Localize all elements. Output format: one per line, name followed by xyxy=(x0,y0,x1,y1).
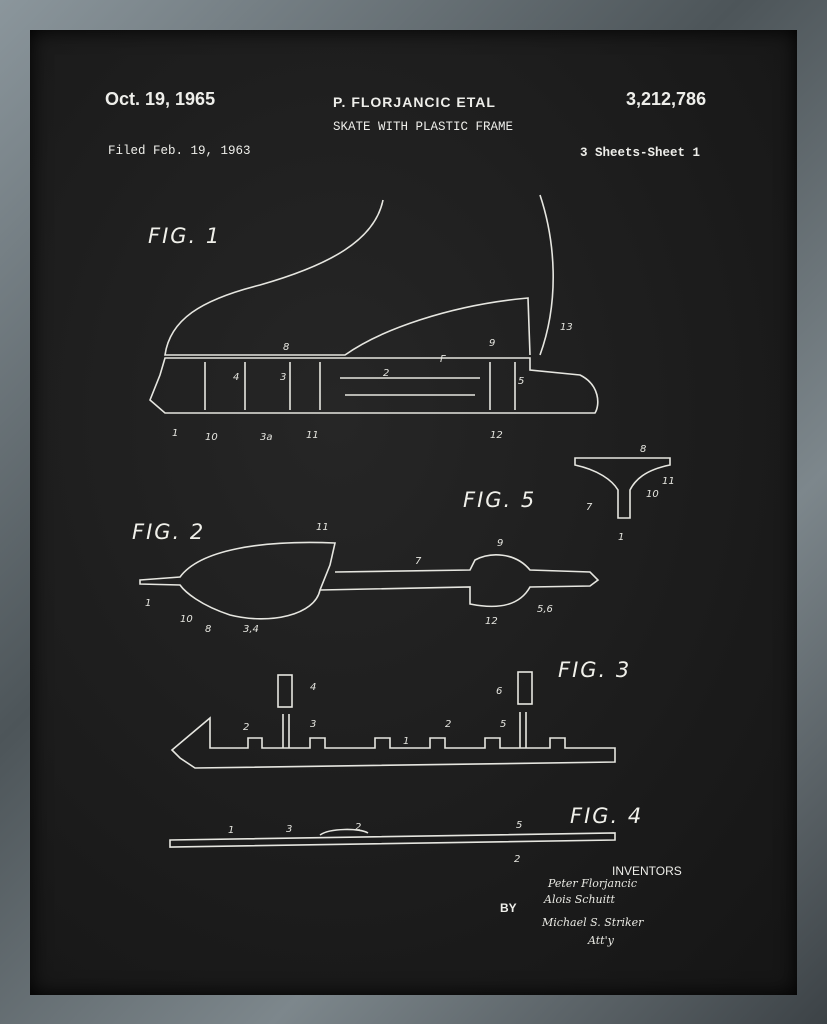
svg-text:1: 1 xyxy=(403,736,409,747)
svg-text:9: 9 xyxy=(489,338,495,349)
sheet-count: 3 Sheets-Sheet 1 xyxy=(580,146,701,160)
attorney-label: Att'y xyxy=(588,934,614,947)
svg-text:12: 12 xyxy=(485,616,498,627)
inventor-signature-1: Peter Florjancic xyxy=(548,877,638,890)
svg-text:2: 2 xyxy=(355,822,361,833)
svg-text:6: 6 xyxy=(496,686,502,697)
svg-text:10: 10 xyxy=(205,432,218,443)
svg-text:1: 1 xyxy=(618,532,624,543)
svg-text:2: 2 xyxy=(514,854,520,865)
svg-text:4: 4 xyxy=(310,682,316,693)
by-label: BY xyxy=(500,901,517,915)
fig-5-section: 8 11 7 10 1 xyxy=(574,444,675,543)
fig-3-blade-exploded: 4 6 2 3 2 5 1 xyxy=(170,671,616,769)
inventors-label: INVENTORS xyxy=(612,864,682,878)
svg-text:5: 5 xyxy=(516,820,522,831)
fig-2-label: FIG. 2 xyxy=(132,520,206,544)
svg-text:8: 8 xyxy=(283,342,289,353)
svg-text:12: 12 xyxy=(490,430,503,441)
svg-text:5: 5 xyxy=(500,719,506,730)
svg-text:7: 7 xyxy=(586,502,593,513)
patent-title: SKATE WITH PLASTIC FRAME xyxy=(333,120,514,134)
patent-date: Oct. 19, 1965 xyxy=(105,89,216,109)
svg-text:7: 7 xyxy=(415,556,422,567)
svg-text:11: 11 xyxy=(662,476,675,487)
svg-text:3: 3 xyxy=(280,372,286,383)
inventor-name: P. FLORJANCIC ETAL xyxy=(333,94,496,110)
fig-1-skate-side-view: 8 9 13 F 2 4 3 5 1 10 3a 11 12 xyxy=(149,194,599,443)
fig-4-label: FIG. 4 xyxy=(570,804,644,828)
fig-4-blade-plan: 1 3 2 5 2 xyxy=(169,820,616,865)
svg-text:8: 8 xyxy=(205,624,211,635)
patent-print xyxy=(30,30,797,995)
svg-text:11: 11 xyxy=(306,430,319,441)
svg-text:10: 10 xyxy=(180,614,193,625)
filed-date: Filed Feb. 19, 1963 xyxy=(108,144,251,158)
svg-text:13: 13 xyxy=(560,322,573,333)
svg-text:1: 1 xyxy=(145,598,151,609)
svg-text:3a: 3a xyxy=(260,432,273,443)
svg-text:3: 3 xyxy=(310,719,316,730)
svg-text:1: 1 xyxy=(228,825,234,836)
svg-text:2: 2 xyxy=(383,368,389,379)
fig-5-label: FIG. 5 xyxy=(463,488,537,512)
inventor-signature-2: Alois Schuitt xyxy=(544,893,615,906)
svg-text:F: F xyxy=(440,354,446,365)
svg-text:3,4: 3,4 xyxy=(243,624,259,635)
svg-text:3: 3 xyxy=(286,824,292,835)
svg-text:2: 2 xyxy=(243,722,249,733)
svg-text:10: 10 xyxy=(646,489,659,500)
svg-text:5,6: 5,6 xyxy=(537,604,553,615)
svg-text:4: 4 xyxy=(233,372,239,383)
svg-text:5: 5 xyxy=(518,376,524,387)
fig-1-label: FIG. 1 xyxy=(148,224,222,248)
fig-3-label: FIG. 3 xyxy=(558,658,632,682)
svg-text:2: 2 xyxy=(445,719,451,730)
svg-text:9: 9 xyxy=(497,538,503,549)
patent-number: 3,212,786 xyxy=(626,89,707,109)
svg-text:11: 11 xyxy=(316,522,329,533)
fig-2-skate-top-view: 11 9 7 1 10 8 3,4 12 5,6 xyxy=(139,522,600,635)
svg-text:1: 1 xyxy=(172,428,178,439)
attorney-signature: Michael S. Striker xyxy=(542,916,644,929)
svg-text:8: 8 xyxy=(640,444,646,455)
